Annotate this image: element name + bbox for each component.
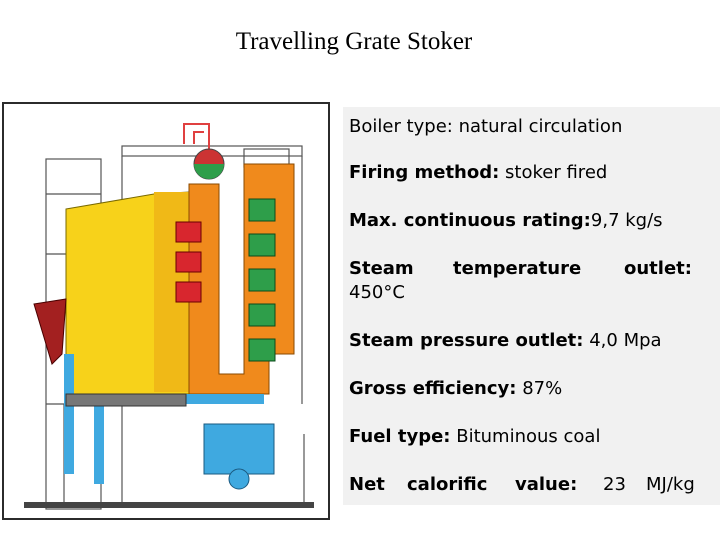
spec-firing-method-value: stoker fired <box>505 162 608 183</box>
spec-firing-method: Firing method: stoker fired <box>349 162 607 183</box>
spec-steam-temperature-value: 450°C <box>349 282 405 303</box>
spec-steam-temperature-word1: Steam <box>349 258 414 279</box>
spec-fuel-type: Fuel type: Bituminous coal <box>349 426 600 447</box>
spec-fuel-type-label: Fuel type: <box>349 426 451 447</box>
spec-gross-efficiency: Gross efficiency: 87% <box>349 378 562 399</box>
boiler-diagram <box>2 102 330 520</box>
spec-steam-pressure-label: Steam pressure outlet: <box>349 330 584 351</box>
base-line <box>24 502 314 508</box>
spec-net-calorific-word1: Net <box>349 474 385 495</box>
slide-title: Travelling Grate Stoker <box>235 28 473 55</box>
travelling-grate <box>65 393 187 407</box>
convection-pass <box>188 163 295 395</box>
spec-net-calorific-word3: value: <box>515 474 578 495</box>
spec-net-calorific-unit: MJ/kg <box>646 474 695 495</box>
steam-drum-lower-half <box>194 164 224 179</box>
spec-net-calorific-value: 23 <box>603 474 626 495</box>
spec-boiler-type-label: Boiler type: <box>349 116 453 137</box>
spec-fuel-type-value: Bituminous coal <box>456 426 601 447</box>
superheater-blocks <box>175 221 202 303</box>
spec-steam-pressure: Steam pressure outlet: 4,0 Mpa <box>349 330 662 351</box>
specification-panel: Boiler type: natural circulation Firing … <box>343 107 720 505</box>
spec-firing-method-label: Firing method: <box>349 162 500 183</box>
spec-steam-temperature-word3: outlet: <box>624 258 692 279</box>
spec-net-calorific-word2: calorific <box>407 474 488 495</box>
spec-max-rating-value: 9,7 kg/s <box>590 210 663 231</box>
spec-steam-temperature-word2: temperature <box>453 258 582 279</box>
spec-max-rating: Max. continuous rating:9,7 kg/s <box>349 210 663 231</box>
spec-gross-efficiency-label: Gross efficiency: <box>349 378 517 399</box>
coal-hopper <box>33 298 67 365</box>
spec-max-rating-label: Max. continuous rating: <box>349 210 591 231</box>
spec-boiler-type-value: natural circulation <box>458 116 623 137</box>
steam-pipes <box>183 123 210 154</box>
furnace <box>65 191 190 395</box>
economiser-blocks <box>248 198 276 362</box>
spec-boiler-type: Boiler type: natural circulation <box>349 116 622 137</box>
spec-gross-efficiency-value: 87% <box>522 378 563 399</box>
boiler-cross-section-drawing <box>24 123 314 510</box>
spec-steam-pressure-value: 4,0 Mpa <box>589 330 662 351</box>
